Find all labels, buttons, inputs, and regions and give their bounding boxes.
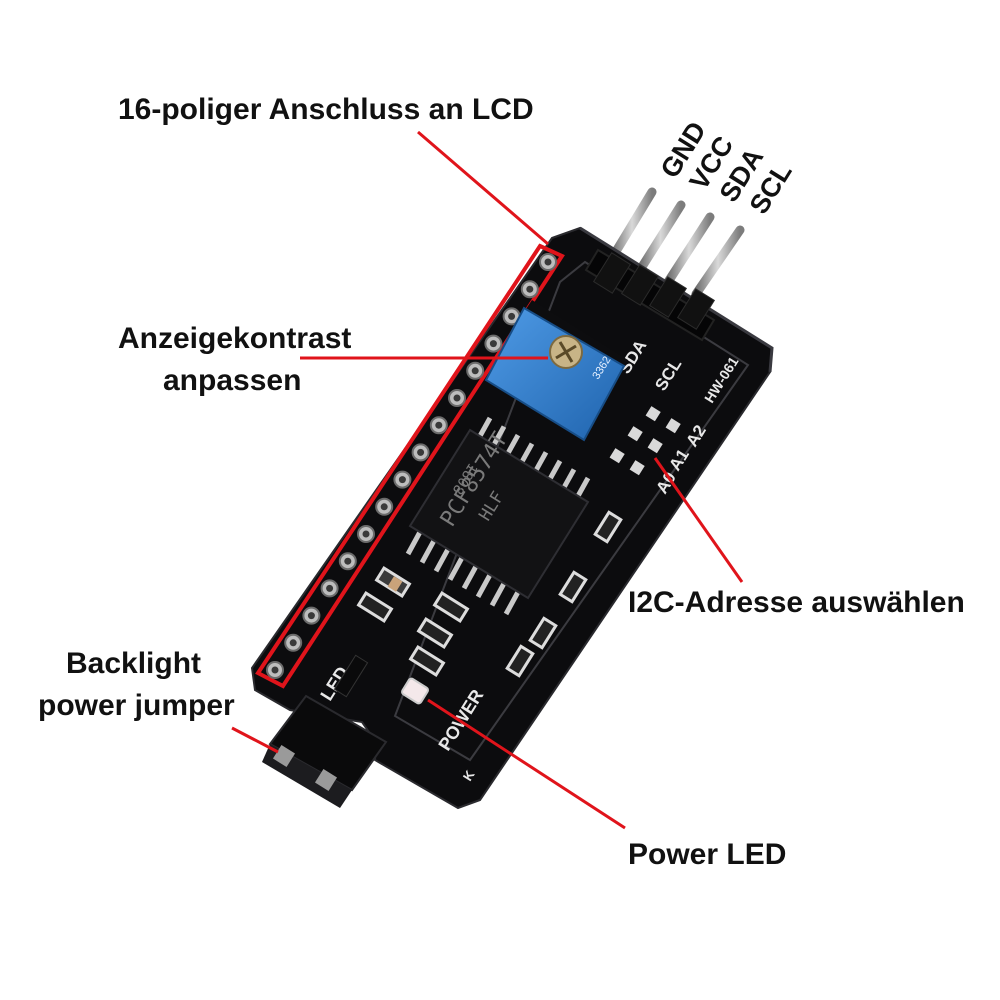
pin-gnd [607,187,657,263]
chip-leg [489,582,507,607]
connector-pad-hole [489,340,497,348]
label-power-led: Power LED [628,838,786,871]
callout-line-connector [417,130,549,246]
connector-highlight-box [255,243,565,689]
pcf8574t-chip: PCF8574T HLF 1808 [405,416,591,616]
connector-pad-hole [435,421,443,429]
pin-labels: GND VCC SDA SCL [655,116,798,219]
pin-sda [663,212,715,287]
connector-pad-hole [271,666,279,674]
chip-leg [475,573,493,599]
connector-pad-hole [544,258,552,266]
header-housing [584,248,716,342]
connector-pad-hole [453,394,461,402]
callout-lines [231,130,744,830]
chip-leg [419,539,437,564]
annotations: 16-poliger Anschluss an LCD Anzeigekontr… [38,93,965,871]
chip-leg [491,425,507,446]
connector-pad-hole [307,612,315,620]
label-contrast-line2: anpassen [163,364,301,397]
chip-leg [477,416,493,438]
connector-pad-hole [471,367,479,375]
connector-pad-hole [362,530,370,538]
chip-leg [405,530,423,556]
connector-pad-hole [417,448,425,456]
pot-body [484,306,626,442]
connector-pad-hole [508,312,516,320]
connector-pad-hole [326,584,334,592]
chip-leg [561,468,577,489]
backlight-jumper [262,654,388,808]
chip-leg [533,451,549,472]
connector-pads [266,253,557,679]
chip-leg [461,565,479,590]
pin-vcc [635,200,686,275]
connector-pad-hole [526,285,534,293]
pin-scl [691,225,745,299]
label-i2c-address: I2C-Adresse auswählen [628,586,965,619]
label-backlight-line2: power jumper [38,689,235,722]
label-backlight-line1: Backlight [66,647,201,680]
connector-pad-hole [344,557,352,565]
callout-line-i2c [653,457,744,583]
label-contrast-line1: Anzeigekontrast [118,322,351,355]
chip-leg [519,442,535,463]
address-jumper-pads [609,406,681,476]
callout-line-led [427,698,626,830]
chip-body [408,428,590,600]
chip-leg [433,547,451,573]
chip-leg [547,459,563,481]
lcd-16-pin-connector [255,243,565,689]
chip-leg [505,433,521,455]
contrast-potentiometer: 3362 [484,300,628,442]
connector-pad-hole [289,639,297,647]
label-connector: 16-poliger Anschluss an LCD [118,93,534,126]
callout-line-jumper [231,726,279,754]
header-pins [607,187,745,299]
power-led [401,677,429,705]
connector-pad-hole [398,476,406,484]
smd-components [356,510,623,705]
chip-leg [575,476,591,498]
connector-pad-hole [380,503,388,511]
chip-leg [447,556,465,581]
chip-leg [503,590,521,616]
